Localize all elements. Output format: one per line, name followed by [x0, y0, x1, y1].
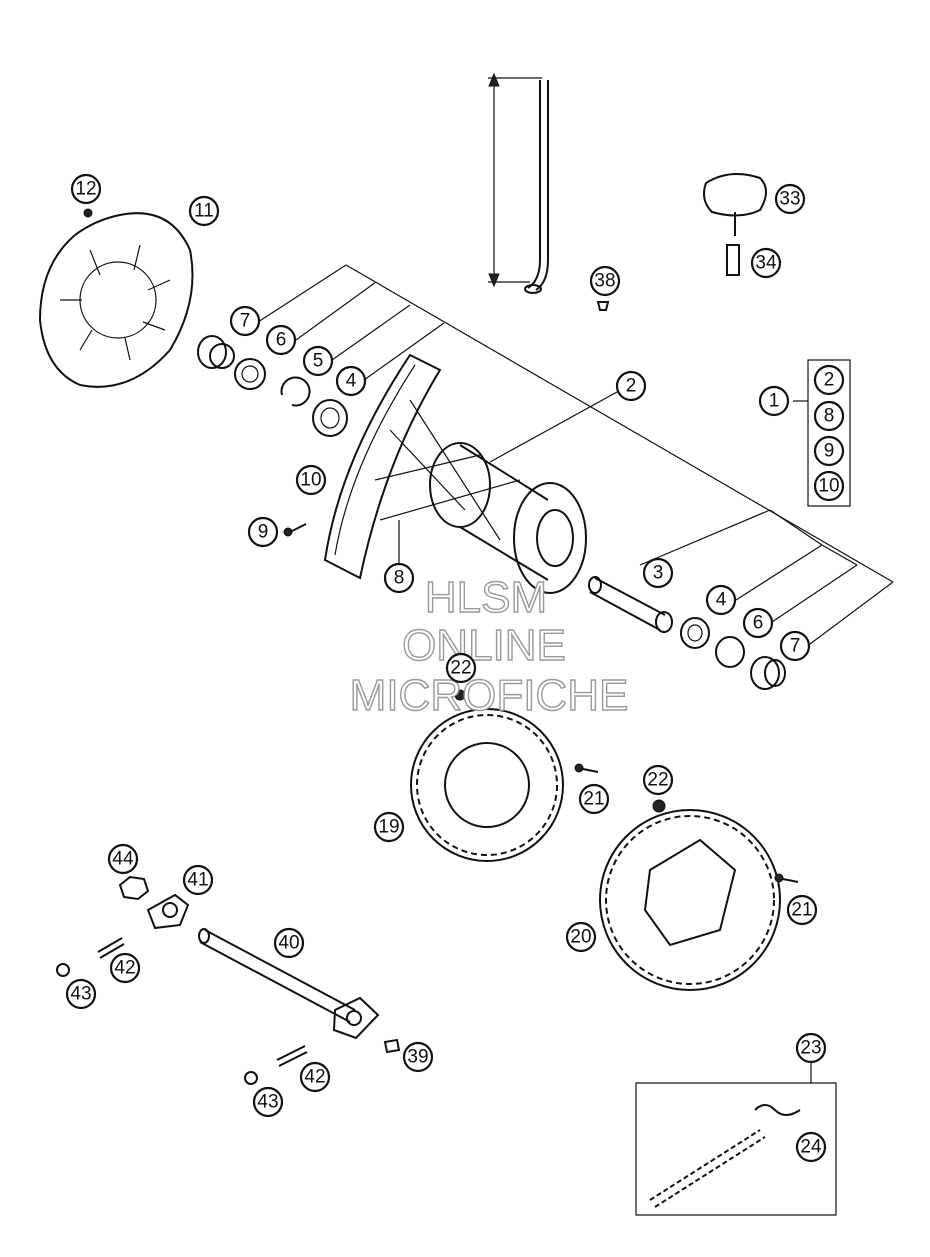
callout-10: 10 — [295, 464, 327, 496]
callout-8-label: 8 — [394, 568, 405, 589]
callout-7b-label: 7 — [790, 636, 801, 657]
rear-sprocket-19 — [410, 708, 564, 862]
right-bearing-parts — [588, 576, 786, 690]
callout-21a: 21 — [578, 783, 610, 815]
callout-34-label: 34 — [755, 253, 777, 274]
callout-42a: 42 — [109, 952, 141, 984]
callout-5: 5 — [302, 345, 334, 377]
callout-6a: 6 — [265, 324, 297, 356]
callout-1: 1 — [758, 385, 790, 417]
watermark-line1: HLSM — [425, 573, 547, 622]
callout-33: 33 — [774, 183, 806, 215]
spoke-part — [488, 72, 549, 294]
callout-39: 39 — [402, 1041, 434, 1073]
watermark-line3: MICROFICHE — [350, 671, 629, 720]
callout-3-label: 3 — [653, 563, 664, 584]
callout-3: 3 — [642, 557, 674, 589]
callout-43b: 43 — [252, 1086, 284, 1118]
kit-callout-9: 9 — [813, 435, 845, 467]
callout-11-label: 11 — [194, 201, 214, 222]
kit-box — [807, 359, 851, 507]
callout-19: 19 — [373, 811, 405, 843]
chain-kit-part — [635, 1062, 837, 1216]
callout-22a: 22 — [445, 652, 477, 684]
callout-1-label: 1 — [769, 391, 780, 412]
callout-24-label: 24 — [800, 1137, 822, 1158]
callout-38-label: 38 — [594, 271, 615, 292]
callout-9: 9 — [247, 516, 279, 548]
callout-41: 41 — [182, 864, 214, 896]
callout-22b-label: 22 — [647, 770, 668, 791]
callout-7b: 7 — [779, 630, 811, 662]
callout-40-label: 40 — [278, 933, 299, 954]
kit-callout-10-label: 10 — [818, 476, 839, 497]
callout-4b-label: 4 — [716, 590, 727, 611]
kit-callout-8: 8 — [813, 400, 845, 432]
callout-6b: 6 — [742, 607, 774, 639]
rear-sprocket-20 — [599, 809, 781, 991]
callout-33-label: 33 — [779, 189, 800, 210]
valve-parts — [596, 173, 767, 311]
callout-12: 12 — [70, 173, 102, 205]
callout-11: 11 — [188, 195, 220, 227]
callout-23: 23 — [795, 1032, 827, 1064]
callout-38: 38 — [589, 265, 621, 297]
callout-6a-label: 6 — [276, 330, 287, 351]
axle-and-adjuster-parts — [56, 875, 401, 1085]
callout-4b: 4 — [705, 584, 737, 616]
callout-42a-label: 42 — [114, 958, 135, 979]
callout-23-label: 23 — [800, 1038, 821, 1059]
watermark-line2: ONLINE — [402, 621, 566, 670]
kit-callout-9-label: 9 — [824, 441, 835, 462]
callout-10-label: 10 — [300, 470, 321, 491]
callout-43a-label: 43 — [70, 984, 91, 1005]
callout-20: 20 — [565, 921, 597, 953]
callout-20-label: 20 — [570, 927, 591, 948]
callout-6b-label: 6 — [753, 613, 764, 634]
callout-9-label: 9 — [258, 522, 269, 543]
leader-lines — [257, 264, 894, 645]
callout-42b-label: 42 — [304, 1067, 325, 1088]
callout-4a: 4 — [335, 365, 367, 397]
kit-callout-2-label: 2 — [824, 370, 835, 391]
callout-5-label: 5 — [313, 351, 324, 372]
callout-24: 24 — [795, 1131, 827, 1163]
callout-21b-label: 21 — [791, 900, 812, 921]
callout-41-label: 41 — [187, 870, 208, 891]
callout-12-label: 12 — [75, 179, 96, 200]
callout-19-label: 19 — [378, 817, 399, 838]
rim-and-hub-part — [283, 353, 587, 594]
left-bearing-parts — [197, 335, 348, 437]
callout-34: 34 — [750, 247, 782, 279]
watermark: HLSM ONLINE MICROFICHE — [349, 572, 629, 720]
callout-22b: 22 — [642, 764, 674, 796]
callout-8: 8 — [383, 562, 415, 594]
callout-2: 2 — [615, 370, 647, 402]
fasteners — [454, 689, 799, 883]
callout-22a-label: 22 — [450, 658, 471, 679]
callout-4a-label: 4 — [346, 371, 357, 392]
callout-39-label: 39 — [407, 1047, 428, 1068]
callout-7a-label: 7 — [240, 311, 251, 332]
callout-2-label: 2 — [626, 376, 637, 397]
callout-7a: 7 — [229, 305, 261, 337]
callout-42b: 42 — [299, 1061, 331, 1093]
callout-43a: 43 — [65, 978, 97, 1010]
kit-callout-10: 10 — [813, 470, 845, 502]
callout-44-label: 44 — [112, 849, 134, 870]
callout-21a-label: 21 — [583, 789, 604, 810]
brake-disc-part — [38, 208, 194, 388]
kit-callout-8-label: 8 — [824, 406, 835, 427]
kit-callout-2: 2 — [813, 364, 845, 396]
callout-43b-label: 43 — [257, 1092, 278, 1113]
callout-44: 44 — [107, 843, 139, 875]
callout-21b: 21 — [786, 894, 818, 926]
callout-40: 40 — [273, 927, 305, 959]
